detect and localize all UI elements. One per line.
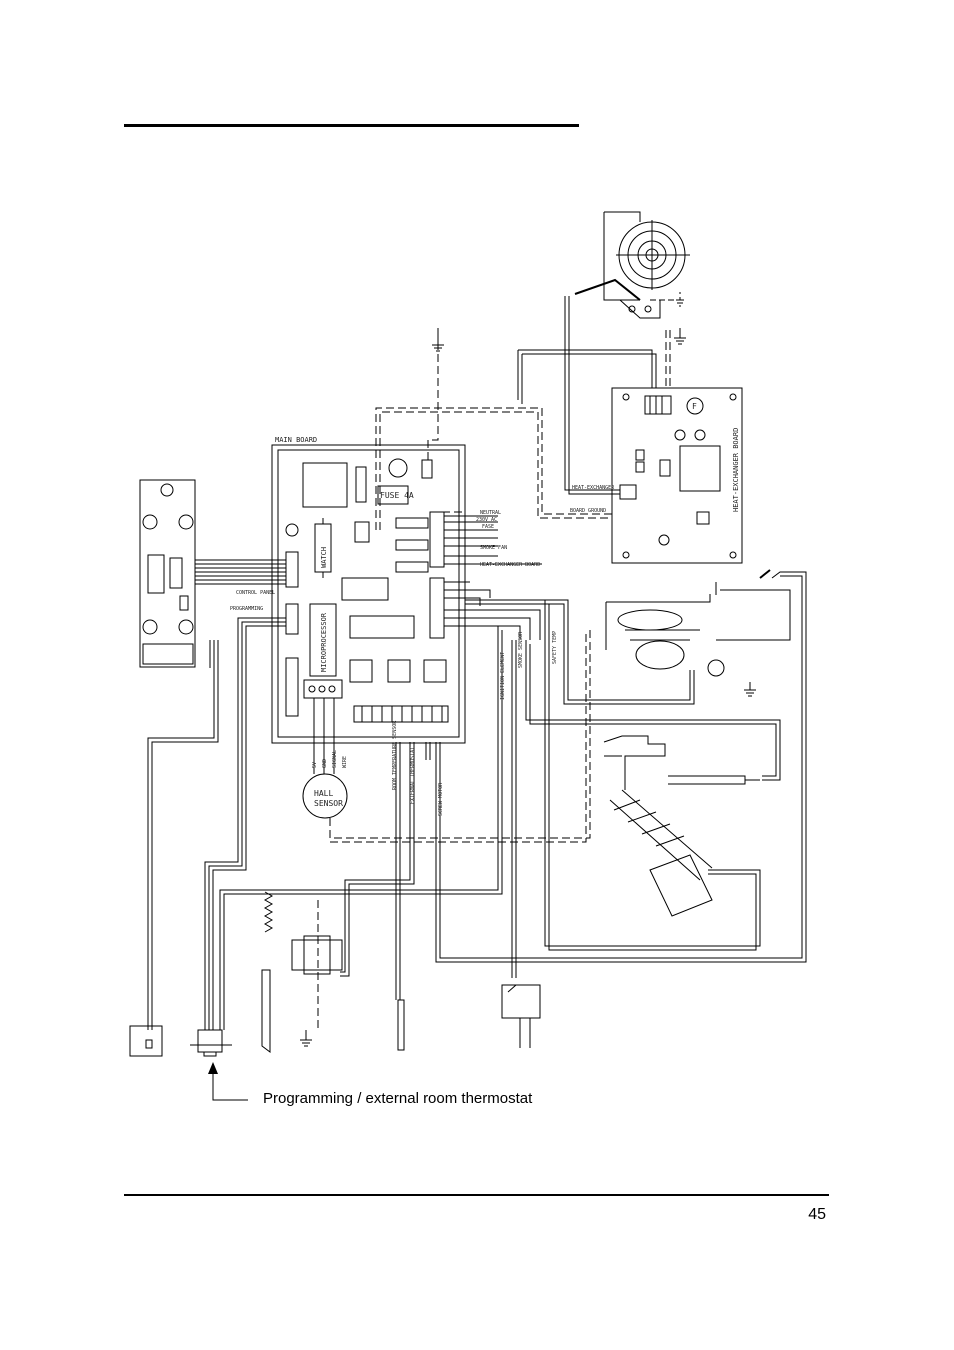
hall-sensor [302,698,348,819]
burner-assembly-icon [605,569,771,677]
wiring [219,296,807,1030]
top-rule [124,124,579,127]
smoke-fan-label: SMOKE FAN [480,545,507,551]
sensor-label: SENSOR [314,799,343,808]
hall-pin-4: WIRE [342,756,348,768]
page-number: 45 [808,1206,826,1223]
main-board-label: MAIN BOARD [275,436,317,444]
hall-pin-1: 5V [312,762,318,768]
room-temp-label: ROOM TEMPERATURE SENSOR [392,720,398,790]
main-board [271,444,466,744]
screw-motor-icon [291,900,343,1030]
ignition-element-icon [261,891,405,1053]
heat-exchanger-label: HEAT-EXCHANGER [572,485,615,491]
screw-motor-label: SCREW MOTOR [438,782,444,816]
watch-label: WATCH [320,547,328,568]
ignition-element-label: IGNITION ELEMENT [500,652,506,700]
screw-auger-icon [603,735,713,917]
fuse-letter: F [692,402,697,411]
safety-temp-label: SAFETY TEMP [552,631,558,664]
hx-side-label: HEAT-EXCHANGER BOARD [732,428,740,512]
fase-label: FASE [482,524,494,530]
heat-exchanger-board-label: HEAT-EXCHANGER BOARD [480,562,540,568]
ground-icon [300,328,756,1047]
control-panel-label: CONTROL PANEL [236,590,275,596]
programming-cable [147,617,286,1030]
hall-label: HALL [314,789,333,798]
safety-temp-icon [501,984,541,1048]
smoke-sensor-probe [668,775,760,785]
heat-exchanger-board [611,387,743,564]
pointer-arrow [208,1062,248,1101]
hall-pin-2: GND [322,759,328,768]
figure-caption: Programming / external room thermostat [263,1090,533,1107]
hall-pin-3: SIGNAL [332,750,338,768]
control-panel [139,479,196,668]
smoke-fan-icon [574,211,690,319]
external-thermostat-label: EXTERNAL THERMOSTAT [410,747,416,804]
board-ground-label: BOARD GROUND [570,508,606,514]
programming-label: PROGRAMMING [230,606,263,612]
bottom-rule [124,1194,829,1196]
smoke-sensor-label: SMOKE SENSOR [518,631,524,668]
neutral-label: NEUTRAL [480,510,501,516]
microprocessor-label: MICROPROCESSOR [320,612,328,672]
thermostat-connector [129,1025,232,1057]
v230-label: 230V AC [476,517,497,523]
fuse-label: FUSE 4A [380,491,414,500]
control-panel-cable [195,559,286,585]
